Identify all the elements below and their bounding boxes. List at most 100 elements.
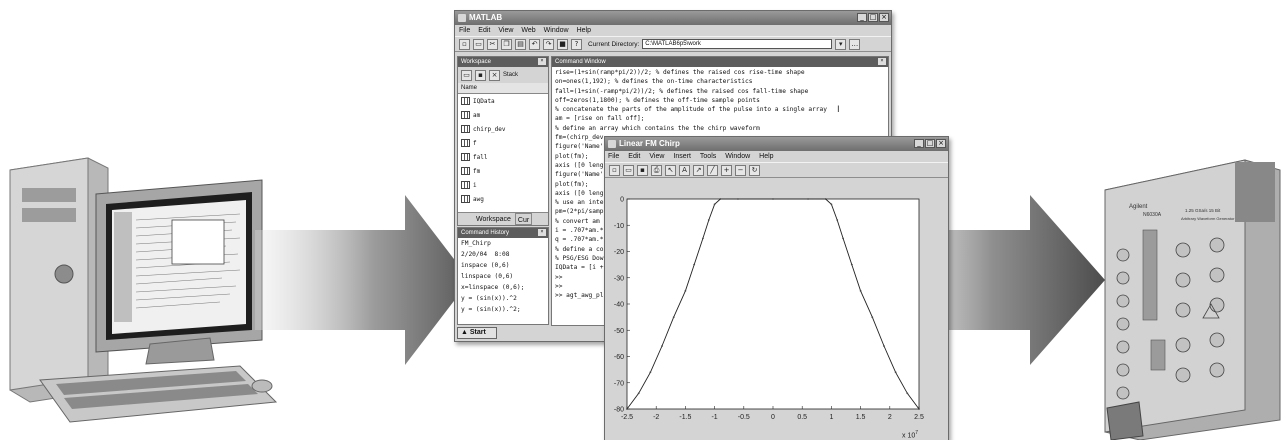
current-directory-input[interactable]: C:\MATLAB6p5\work [642, 39, 833, 49]
ws-open-icon[interactable]: ▭ [461, 69, 472, 81]
figure-window: Linear FM Chirp _ □ × File Edit View Ins… [604, 136, 949, 440]
simulink-icon[interactable]: ■ [557, 38, 568, 50]
paste-icon[interactable]: ▤ [515, 38, 526, 50]
cut-icon[interactable]: ✂ [487, 38, 498, 50]
list-item[interactable]: fall [458, 150, 548, 164]
tab-current-directory[interactable]: Cur [514, 213, 533, 225]
ws-variable-list: IQData am chirp_dev f fall fm i awg [458, 94, 548, 206]
menu-web[interactable]: Web [521, 27, 536, 34]
history-close-icon[interactable]: × [538, 229, 546, 236]
data-point [871, 316, 874, 319]
instrument-model: N6030A [1143, 212, 1162, 218]
history-line[interactable]: 2/20/04 8:08 [461, 251, 510, 258]
pxi-instrument-illustration: Agilent N6030A 1.25 GSa/s 15 Bit Arbitra… [1104, 159, 1281, 440]
data-point [894, 371, 897, 374]
ws-delete-icon[interactable]: × [489, 69, 500, 81]
zoom-in-icon[interactable]: + [721, 164, 732, 176]
minimize-button[interactable]: _ [857, 13, 867, 22]
menu-file[interactable]: File [459, 27, 471, 34]
code-line: >> [555, 273, 563, 281]
matlab-toolbar: ▫ ▭ ✂ ❐ ▤ ↶ ↷ ■ ? Current Directory: C:\… [455, 36, 891, 52]
list-item[interactable]: IQData [458, 94, 548, 108]
ws-column-header[interactable]: Name [458, 83, 548, 94]
copy-icon[interactable]: ❐ [501, 38, 512, 50]
figure-title: Linear FM Chirp [619, 139, 680, 148]
maximize-button[interactable]: □ [868, 13, 878, 22]
y-tick-label: 0 [620, 197, 624, 204]
select-arrow-icon[interactable]: ↖ [665, 164, 676, 176]
array-icon [461, 111, 470, 119]
figure-maximize-button[interactable]: □ [925, 139, 935, 148]
code-line: >> agt_awg_pl [555, 292, 604, 300]
x-tick-label: 0 [771, 414, 775, 421]
data-point [661, 345, 663, 347]
data-point [707, 219, 710, 221]
close-button[interactable]: × [879, 13, 889, 22]
command-window-close-icon[interactable]: × [878, 58, 886, 65]
figure-close-button[interactable]: × [936, 139, 946, 148]
instrument-brand: Agilent [1129, 204, 1148, 210]
figure-minimize-button[interactable]: _ [914, 139, 924, 148]
list-item[interactable]: chirp_dev [458, 122, 548, 136]
fig-menu-view[interactable]: View [649, 153, 665, 160]
menu-window[interactable]: Window [543, 27, 569, 34]
fig-menu-edit[interactable]: Edit [628, 153, 641, 160]
history-line[interactable]: linspace (0,6) [461, 273, 514, 280]
fig-menu-help[interactable]: Help [759, 153, 774, 160]
workspace-panel-title: Workspace × [458, 57, 548, 67]
history-line[interactable]: inspace (0,6) [461, 262, 510, 269]
tab-workspace[interactable]: Workspace [476, 216, 511, 223]
help-icon[interactable]: ? [571, 38, 582, 50]
new-file-icon[interactable]: ▫ [459, 38, 470, 50]
data-point [719, 198, 722, 200]
list-item[interactable]: awg [458, 192, 548, 206]
ws-save-icon[interactable]: ▪ [475, 69, 486, 81]
workspace-panel: Workspace × ▭ ▪ × Stack Name IQData am c… [457, 56, 549, 226]
fig-menu-file[interactable]: File [608, 153, 620, 160]
command-window-text[interactable]: rise=(1+sin(ramp*pi/2))/2; % defines the… [552, 67, 888, 300]
dropdown-arrow-icon[interactable]: ▾ [835, 38, 847, 50]
open-folder-icon[interactable]: ▭ [473, 38, 484, 50]
insert-line-icon[interactable]: ╱ [707, 164, 718, 176]
code-line: plot(fm); [555, 180, 589, 188]
instrument-spec: 1.25 GSa/s 15 Bit [1185, 208, 1221, 213]
menu-help[interactable]: Help [576, 27, 591, 34]
list-item[interactable]: am [458, 108, 548, 122]
history-line[interactable]: y = (sin(x)).^2; [461, 306, 521, 313]
insert-arrow-icon[interactable]: ↗ [693, 164, 704, 176]
browse-folder-icon[interactable]: … [849, 38, 861, 50]
fig-menu-window[interactable]: Window [725, 153, 751, 160]
x-tick-label: 1.5 [856, 414, 866, 421]
rotate-icon[interactable]: ↻ [749, 164, 760, 176]
fig-menu-insert[interactable]: Insert [673, 153, 691, 160]
start-button[interactable]: ▲ Start [457, 327, 497, 339]
history-line[interactable]: x=linspace (0,6); [461, 284, 525, 291]
figure-titlebar: Linear FM Chirp _ □ × [605, 137, 948, 151]
fig-print-icon[interactable]: ⎙ [651, 164, 662, 176]
ws-stack-label[interactable]: Stack [503, 72, 519, 78]
list-item[interactable]: i [458, 178, 548, 192]
list-item[interactable]: fm [458, 164, 548, 178]
fig-new-icon[interactable]: ▫ [609, 164, 620, 176]
array-icon [461, 125, 470, 133]
history-line[interactable]: FM_Chirp [461, 240, 491, 247]
menu-edit[interactable]: Edit [478, 27, 491, 34]
x-tick-label: 1 [829, 414, 833, 421]
fig-save-icon[interactable]: ▪ [637, 164, 648, 176]
code-line: % PSG/ESG Dow [555, 254, 604, 262]
data-point [842, 237, 844, 240]
data-point [649, 371, 652, 374]
redo-icon[interactable]: ↷ [543, 38, 554, 50]
workspace-close-icon[interactable]: × [538, 58, 546, 65]
figure-toolbar: ▫ ▭ ▪ ⎙ ↖ A ↗ ╱ + − ↻ [605, 162, 948, 178]
zoom-out-icon[interactable]: − [735, 164, 746, 176]
history-line[interactable]: y = (sin(x)).^2 [461, 295, 517, 302]
menu-view[interactable]: View [498, 27, 514, 34]
insert-text-icon[interactable]: A [679, 164, 690, 176]
undo-icon[interactable]: ↶ [529, 38, 540, 50]
code-line: plot(fm); [555, 152, 589, 160]
list-item[interactable]: f [458, 136, 548, 150]
fig-menu-tools[interactable]: Tools [699, 153, 717, 160]
fig-open-icon[interactable]: ▭ [623, 164, 634, 176]
